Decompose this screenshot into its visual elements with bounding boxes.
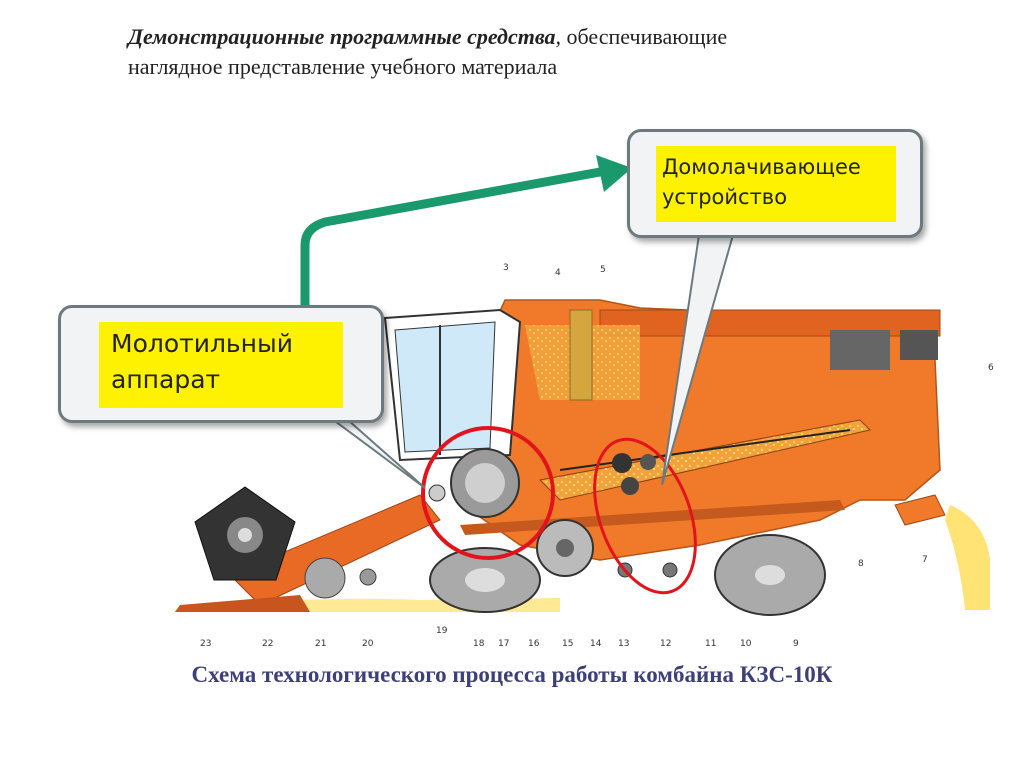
part-number-23: 23 [200,639,211,649]
auger-21 [304,557,346,599]
callout-rethreshing-label: Домолачивающее устройство [656,146,896,222]
slide-header: Демонстрационные программные средства, о… [128,22,928,82]
part-number-6: 6 [988,363,994,373]
callout-threshing: Молотильный аппарат [58,305,384,423]
part-number-19: 19 [436,626,448,636]
callout-rethreshing-line1: Домолачивающее [662,155,861,179]
part-number-11: 11 [705,639,716,649]
vertical-auger [569,309,593,401]
header-line-1: Демонстрационные программные средства, о… [128,22,928,52]
part-number-13: 13 [618,639,629,649]
part-number-17: 17 [498,639,509,649]
header-rest: , обеспечивающие [555,24,728,49]
callout-rethreshing-line2: устройство [662,185,788,209]
part-number-7: 7 [922,555,928,565]
part-number-12: 12 [660,639,671,649]
flow-arrow [300,167,601,305]
callout-rethreshing: Домолачивающее устройство [627,129,923,238]
straw-chute [894,494,946,526]
part-number-20: 20 [362,639,374,649]
part-number-18: 18 [473,639,485,649]
callout-threshing-label: Молотильный аппарат [99,322,343,408]
threshing-highlight [421,426,555,560]
straw-output [945,505,990,610]
header-emphasis: Демонстрационные программные средства [128,24,556,49]
header-line-2: наглядное представление учебного материа… [128,54,558,79]
part-number-21: 21 [315,639,326,649]
part-number-15: 15 [562,639,573,649]
rethreshing-highlight [593,437,697,595]
part-number-14: 14 [590,639,602,649]
part-number-16: 16 [528,639,540,649]
part-number-5: 5 [600,265,606,275]
flow-arrow-head [596,155,632,192]
rethresher-roller [612,453,632,473]
part-number-22: 22 [262,639,273,649]
diagram-caption: Схема технологического процесса работы к… [191,662,833,687]
part-number-8: 8 [858,559,864,569]
callout-threshing-line2: аппарат [111,365,221,394]
part-number-9: 9 [793,639,799,649]
part-number-10: 10 [740,639,752,649]
callout-threshing-line1: Молотильный [111,329,293,358]
part-number-3: 3 [503,263,509,273]
feeder-house [229,494,441,606]
part-number-4: 4 [555,268,561,278]
